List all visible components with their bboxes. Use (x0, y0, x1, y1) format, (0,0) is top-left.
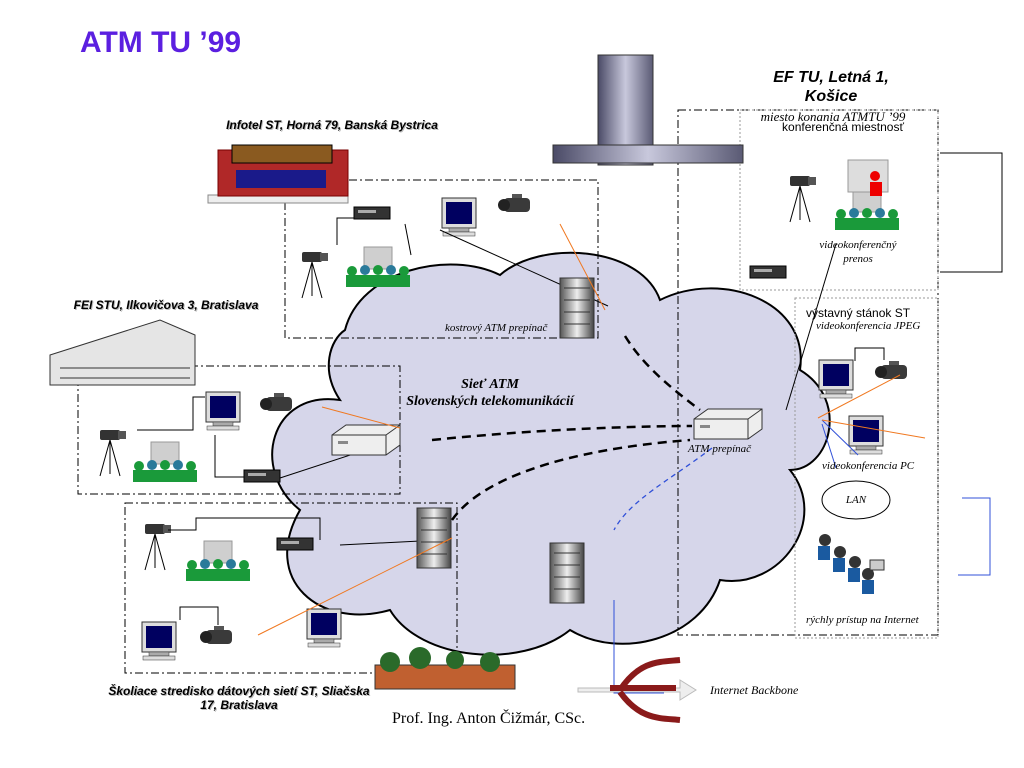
author: Prof. Ing. Anton Čižmár, CSc. (392, 710, 586, 727)
label-videokonferencia-pc: videokonferencia PC (822, 460, 915, 472)
site-label-skoliace: Školiace stredisko dátových sietí ST, Sl… (108, 684, 370, 712)
label-kostrovy-atm-prepinac: kostrový ATM prepínač (445, 322, 548, 334)
infotel-building-icon (207, 144, 349, 204)
fei-building-icon (49, 319, 196, 386)
site-label-ef-tu: EF TU, Letná 1, Košice (773, 69, 889, 105)
skoliace-building-icon (374, 647, 516, 690)
internet-backbone-arrows-icon (577, 657, 697, 723)
label-videokonferencny-prenos: videokonferenčný prenos (819, 239, 897, 265)
label-miesto-konania: miesto konania ATMTU ’99 (760, 109, 906, 124)
site-label-infotel: Infotel ST, Horná 79, Banská Bystrica (226, 118, 438, 132)
label-rychly-pristup: rýchly prístup na Internet (806, 614, 919, 626)
label-videokonferencia-jpeg: videokonferencia JPEG (816, 320, 921, 332)
cloud-title-line1: Sieť ATM (461, 377, 519, 392)
slide-title: ATM TU ’99 (80, 26, 242, 59)
internet-users-icon (818, 534, 885, 594)
atm-network-cloud (271, 251, 831, 656)
label-konferencna-miestnost: konferenčná miestnosť (782, 120, 904, 134)
site-label-fei: FEI STU, Ilkovičova 3, Bratislava (73, 298, 259, 312)
cloud-title: Sieť ATM Slovenských telekomunikácií (400, 376, 580, 410)
label-atm-prepinac: ATM prepínač (688, 443, 752, 455)
ef-tu-building-icon (552, 54, 744, 166)
label-lan: LAN (845, 494, 867, 506)
label-vystavny-stanok: výstavný stánok ST (806, 306, 911, 320)
cloud-title-line2: Slovenských telekomunikácií (406, 394, 574, 409)
label-internet-backbone: Internet Backbone (710, 683, 799, 697)
